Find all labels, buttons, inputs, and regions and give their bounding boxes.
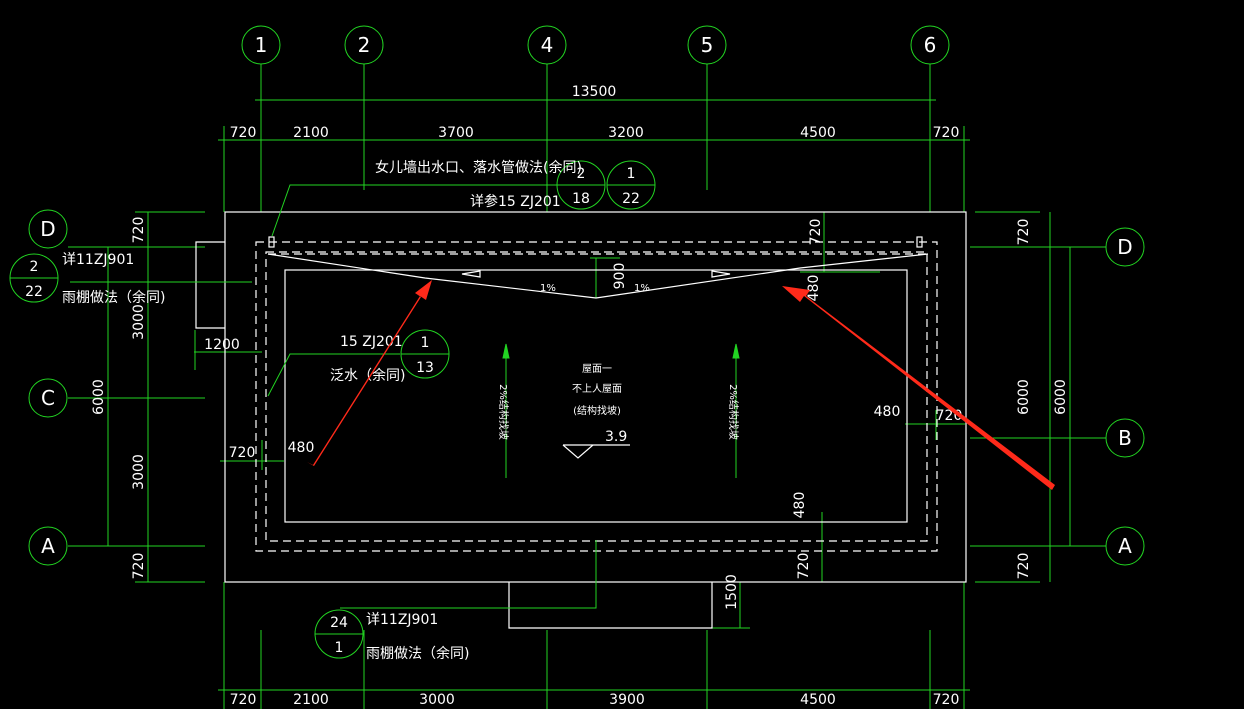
grid-label-D-left: D [40,217,55,241]
ref-1-13-bottom: 13 [416,360,434,376]
flashing-ref: 15 ZJ201 [340,334,403,350]
slope-label-right: 2%结构找坡 [727,384,740,440]
grid-lines [68,64,1106,709]
dim-inner-720-bottom: 720 [796,553,812,580]
grid-label-A-left: A [41,534,55,558]
dim-right-inner-0: 720 [1016,219,1032,246]
grid-bubbles-top: 1 2 4 5 6 [241,25,950,65]
dim-left-inner-1: 3000 [131,304,147,340]
roof-elevation: 3.9 [605,429,627,445]
canopy-left-note: 雨棚做法（余同) [62,289,165,306]
canopy-bottom-note: 雨棚做法（余同) [366,645,469,662]
dim-left-inner-0: 720 [131,217,147,244]
leader-lines [70,184,740,609]
grid-label-6: 6 [924,33,937,57]
canopy-left-ref: 详11ZJ901 [62,252,134,268]
dim-right-inner-1: 720 [1016,553,1032,580]
roof-outlines [195,211,967,629]
red-arrow-right [782,286,1055,490]
ref-1-22-bottom: 22 [622,191,640,207]
roof-note: (结构找坡) [573,404,621,417]
dim-inner-480-bottom: 480 [792,492,808,519]
grid-label-C-left: C [41,386,55,410]
grid-label-D-right: D [1117,235,1132,259]
dim-right-outer2: 6000 [1016,379,1032,415]
grid-label-1: 1 [255,33,268,57]
ref-2-22-top: 2 [30,259,39,275]
roof-labels: 屋面一 不上人屋面 (结构找坡) 3.9 1% 1% 2%结构找坡 2%结构找坡 [497,283,740,445]
ref-24-1-top: 24 [330,615,348,631]
dim-top-1: 2100 [293,125,329,141]
annotation-notes: 女儿墙出水口、落水管做法(余同) 详参15 ZJ201 详11ZJ901 雨棚做… [62,159,582,662]
slope-label-1: 1% [540,283,556,294]
dim-bottom-1: 2100 [293,692,329,708]
dim-inner-900: 900 [612,263,628,290]
dim-inner-720-top: 720 [808,219,824,246]
dim-bottom-2: 3000 [419,692,455,708]
red-arrow-left [307,280,432,466]
dim-top-5: 720 [933,125,960,141]
dim-right-480: 480 [874,404,901,420]
red-arrows [307,280,1055,490]
dim-canopy-left: 1200 [204,337,240,353]
dim-bottom-3: 3900 [609,692,645,708]
dimension-texts: 13500 720 2100 3700 3200 4500 720 720 21… [91,84,1069,708]
dim-canopy-bottom: 1500 [724,574,740,610]
slope-label-left: 2%结构找坡 [497,384,510,440]
dim-overall-top: 13500 [572,84,617,100]
dim-bottom-4: 4500 [800,692,836,708]
grid-bubbles-right: D B A [1105,227,1145,566]
dim-left-480: 480 [288,440,315,456]
dim-top-4: 4500 [800,125,836,141]
grid-bubbles-left: D C A [28,209,68,566]
dim-top-0: 720 [230,125,257,141]
ref-2-18-bottom: 18 [572,191,590,207]
grid-label-B-right: B [1118,426,1132,450]
ref-24-1-bottom: 1 [335,640,344,656]
slope-label-2: 1% [634,283,650,294]
canopy-bottom-ref: 详11ZJ901 [366,612,438,628]
roof-title: 屋面一 [582,363,612,375]
detail-ref-bubbles: 2 18 1 22 2 22 1 13 24 1 [9,160,656,659]
dim-left-outer: 6000 [91,379,107,415]
dim-inner-480-right: 480 [806,275,822,302]
parapet-note: 女儿墙出水口、落水管做法(余同) [375,159,582,176]
roof-subtitle: 不上人屋面 [572,383,622,395]
ref-1-13-top: 1 [421,335,430,351]
grid-label-A-right: A [1118,534,1132,558]
dim-top-3: 3200 [608,125,644,141]
grid-label-5: 5 [701,33,714,57]
dim-top-2: 3700 [438,125,474,141]
grid-label-4: 4 [541,33,554,57]
dim-left-inner-3: 720 [131,553,147,580]
flashing-note: 泛水（余同) [330,367,405,384]
grid-label-2: 2 [358,33,371,57]
dimension-lines [102,94,1071,709]
dim-left-inner-2: 3000 [131,454,147,490]
ref-2-18-top: 2 [577,166,586,182]
ref-1-22-top: 1 [627,166,636,182]
ref-2-22-bottom: 22 [25,284,43,300]
dim-left-720: 720 [229,445,256,461]
dim-bottom-0: 720 [230,692,257,708]
dim-right-outer: 6000 [1053,379,1069,415]
parapet-ref: 详参15 ZJ201 [470,193,561,210]
dim-bottom-5: 720 [933,692,960,708]
